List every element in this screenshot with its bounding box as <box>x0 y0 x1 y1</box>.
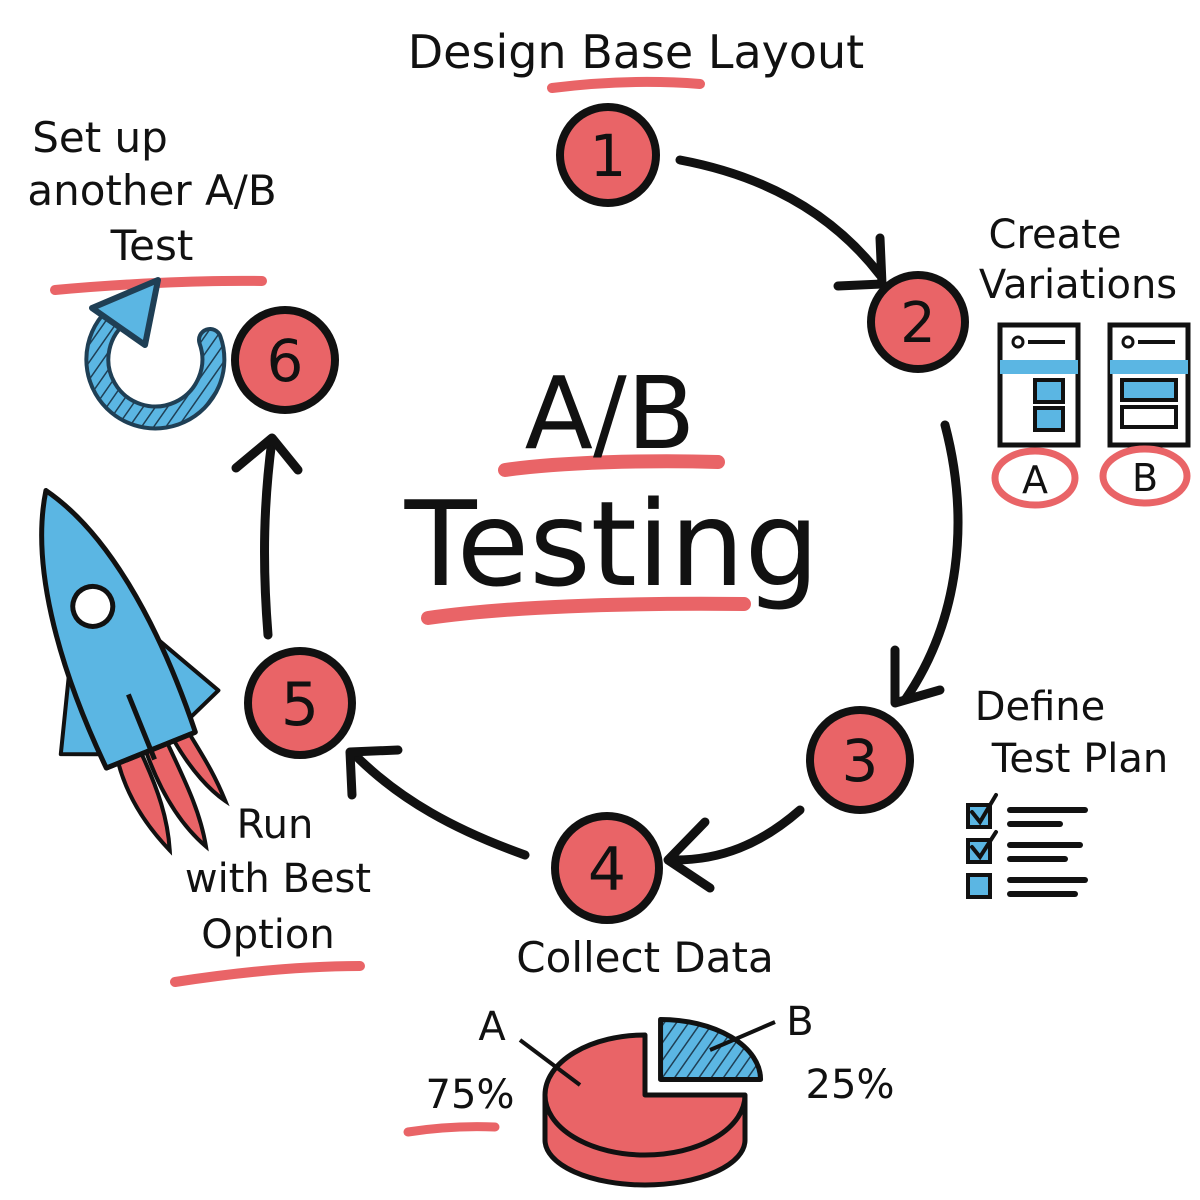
step-2-circle <box>867 271 969 373</box>
step-5-label: Run with Best Option <box>170 802 371 987</box>
step-6-label-line-1: Set up <box>32 113 168 162</box>
step-3-circle <box>806 706 914 814</box>
pie-value-a: 75% <box>426 1072 515 1118</box>
step-3-label: Define Test Plan <box>975 684 1169 782</box>
refresh-arrow-icon <box>84 277 227 431</box>
variation-a-label: A <box>1022 458 1048 502</box>
title-line-2: Testing <box>404 475 820 613</box>
arrowhead-4-to-5 <box>345 745 403 800</box>
step-2-label-line-1: Create <box>989 212 1122 258</box>
arrow-5-to-6 <box>260 435 277 640</box>
pie-value-a-underline <box>403 1122 500 1137</box>
step-3-label-line-1: Define <box>975 684 1106 730</box>
step-4-number: 4 <box>588 835 626 905</box>
pie-leader-b <box>709 1020 776 1052</box>
step-1-number: 1 <box>590 122 627 190</box>
arrowhead-1-to-2 <box>833 233 887 291</box>
step-1-label-line-1: Design Base Layout <box>408 25 864 79</box>
step-5-number: 5 <box>281 670 319 740</box>
pie-slice-a <box>542 1032 748 1158</box>
pie-label-a: A <box>478 1004 506 1050</box>
step-2-label: Create Variations <box>979 212 1177 308</box>
checklist-icon <box>966 793 1088 899</box>
variation-a-circle <box>991 447 1079 509</box>
step-1-underline <box>547 76 705 93</box>
step-2: 2 <box>867 271 969 373</box>
pie-chart-icon: A 75% B 25% <box>403 999 895 1188</box>
step-1-label: Design Base Layout <box>408 25 864 93</box>
step-6: 6 <box>231 306 339 414</box>
title-underline-1 <box>498 454 725 477</box>
step-1: 1 <box>556 103 660 207</box>
step-1-circle <box>556 103 660 207</box>
step-4-label-line-1: Collect Data <box>516 933 773 982</box>
rocket-icon <box>39 488 230 856</box>
step-5-underline <box>170 961 365 987</box>
step-5-label-line-3: Option <box>201 912 335 958</box>
pie-leader-a <box>518 1038 582 1087</box>
variation-b-label: B <box>1132 456 1158 500</box>
arrow-1-to-2 <box>675 155 885 280</box>
title-line-1: A/B <box>525 355 696 472</box>
step-4: 4 <box>551 812 663 924</box>
title-underline-2 <box>421 596 751 625</box>
arrowhead-3-to-4 <box>663 817 715 893</box>
step-6-label: Set up another A/B Test <box>27 113 277 295</box>
step-4-label: Collect Data <box>516 933 773 982</box>
center-title: A/B Testing <box>404 355 820 625</box>
variation-b-circle <box>1099 445 1191 507</box>
step-5-label-line-1: Run <box>237 802 314 848</box>
arrow-4-to-5 <box>350 750 530 860</box>
cycle-arrows <box>231 155 963 893</box>
step-6-circle <box>231 306 339 414</box>
pie-label-b: B <box>786 999 813 1045</box>
step-6-label-line-3: Test <box>110 221 194 270</box>
step-2-label-line-2: Variations <box>979 262 1177 308</box>
step-3-label-line-2: Test Plan <box>991 736 1169 782</box>
wireframe-layout-icon: A B <box>991 322 1191 509</box>
step-6-number: 6 <box>267 327 304 395</box>
step-4-circle <box>551 812 663 924</box>
step-5: 5 <box>244 647 356 759</box>
arrowhead-5-to-6 <box>231 433 303 475</box>
step-2-number: 2 <box>900 291 936 356</box>
step-5-label-line-2: with Best <box>185 856 371 902</box>
arrow-2-to-3 <box>900 420 963 705</box>
step-6-label-line-2: another A/B <box>27 166 276 215</box>
step-3-number: 3 <box>842 727 879 795</box>
step-3: 3 <box>806 706 914 814</box>
wireframe-a <box>997 322 1081 448</box>
pie-value-b: 25% <box>806 1062 895 1108</box>
arrowhead-2-to-3 <box>890 645 945 708</box>
wireframe-b <box>1107 322 1191 448</box>
arrow-3-to-4 <box>670 805 805 865</box>
step-5-circle <box>244 647 356 759</box>
